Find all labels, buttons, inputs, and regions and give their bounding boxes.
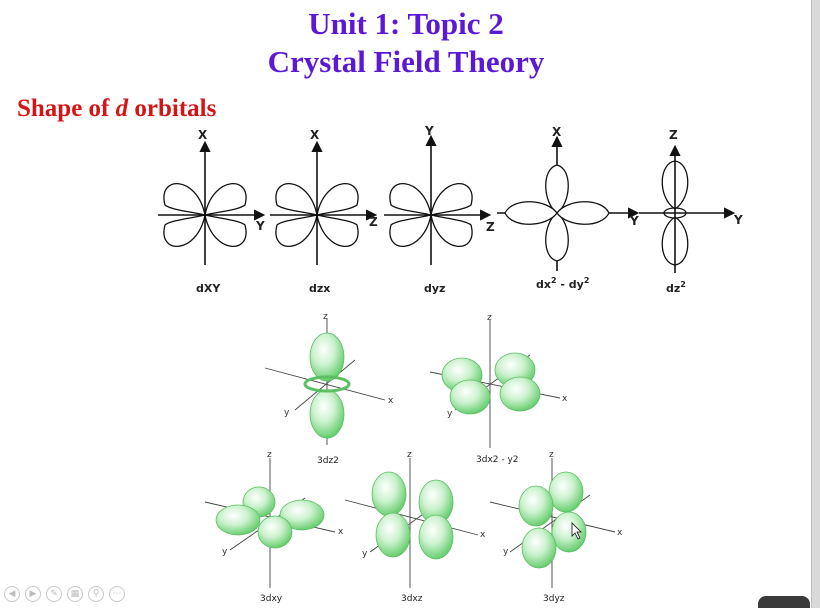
label-dy: - dy	[557, 278, 584, 291]
axis-label-y-1: Y	[255, 219, 265, 233]
subtitle-suffix: orbitals	[128, 95, 217, 122]
axis3d-x-4: x	[480, 530, 486, 540]
axis3d-y-5: y	[503, 547, 509, 557]
label-dx: dx	[536, 278, 551, 291]
slide-subtitle: Shape of d orbitals	[17, 95, 216, 123]
orbital-2d-dyz	[384, 134, 492, 265]
more-icon[interactable]: ⋯	[109, 586, 125, 602]
axis3d-z-3: z	[267, 450, 272, 460]
axis3d-x-2: x	[562, 394, 568, 404]
orbital-3d-dz2	[303, 332, 351, 439]
orbital-3d-label-dxz: 3dxz	[401, 594, 423, 604]
orbital-3d-label-dyz: 3dyz	[543, 594, 565, 604]
orbital-label-dz2: dz2	[666, 280, 686, 295]
axis3d-x-1: x	[388, 396, 394, 406]
orbital-2d-dx2-y2	[497, 135, 640, 271]
orbital-label-dx2-y2: dx2 - dy2	[536, 276, 589, 291]
axis3d-x-3: x	[338, 527, 344, 537]
axis3d-y-1: y	[284, 408, 290, 418]
pen-icon[interactable]: ✎	[46, 586, 62, 602]
label-sup-2: 2	[584, 276, 590, 285]
axis3d-z-5: z	[549, 450, 554, 460]
axis-label-x-2: X	[310, 128, 320, 142]
axis3d-y-3: y	[222, 547, 228, 557]
axis3d-z-4: z	[407, 450, 412, 460]
orbital-3d-dxy	[215, 486, 325, 549]
axis3d-z-2: z	[487, 313, 492, 323]
axis-label-y-3: Y	[424, 124, 434, 138]
axis3d-y-2: y	[447, 409, 453, 419]
orbital-3d-label-dx2-y2: 3dx2 - y2	[476, 455, 519, 465]
orbital-3d-dyz	[518, 471, 587, 569]
label-sup-1: 2	[551, 276, 557, 285]
orbital-3d-dx2-y2	[441, 352, 541, 415]
axis3d-z-1: z	[323, 312, 328, 322]
orbital-label-dyz: dyz	[424, 282, 445, 295]
slide-title-line1: Unit 1: Topic 2	[308, 6, 504, 41]
zoom-icon[interactable]: ⚲	[88, 586, 104, 602]
orbital-3d-label-dxy: 3dxy	[260, 594, 283, 604]
axis-label-x-1: X	[198, 128, 208, 142]
prev-icon[interactable]: ◀	[4, 586, 20, 602]
orbital-3d-dxz	[371, 471, 454, 560]
axis3d-y-4: y	[362, 549, 368, 559]
orbital-3d-label-dz2: 3dz2	[317, 456, 339, 466]
next-icon[interactable]: ▶	[25, 586, 41, 602]
axis-label-z-3: Z	[486, 220, 495, 234]
slide-title-line2: Crystal Field Theory	[267, 44, 545, 79]
label-sup: 2	[680, 280, 686, 289]
subtitle-prefix: Shape of	[17, 95, 116, 122]
axis-label-x-4: X	[552, 125, 562, 139]
orbital-label-dzx: dzx	[309, 282, 330, 295]
slideshow-controls: ◀ ▶ ✎ ▦ ⚲ ⋯	[4, 586, 125, 602]
axis-label-z-2: Z	[369, 215, 378, 229]
axis-label-y-5: Y	[733, 213, 743, 227]
mouse-cursor-icon	[571, 522, 582, 540]
orbital-2d-dzx	[270, 140, 378, 265]
axis-label-y-4: Y	[629, 214, 639, 228]
axis3d-x-5: x	[617, 528, 623, 538]
label-dz: dz	[666, 282, 680, 295]
orbital-2d-dxy	[158, 140, 266, 265]
slides-icon[interactable]: ▦	[67, 586, 83, 602]
subtitle-italic: d	[115, 95, 129, 122]
orbital-label-dxy: dXY	[196, 282, 221, 295]
window-scrollbar[interactable]	[811, 0, 820, 608]
overlay-corner-widget	[758, 596, 810, 608]
axis-label-z-5: Z	[669, 128, 678, 142]
orbital-2d-dz2	[639, 144, 736, 273]
